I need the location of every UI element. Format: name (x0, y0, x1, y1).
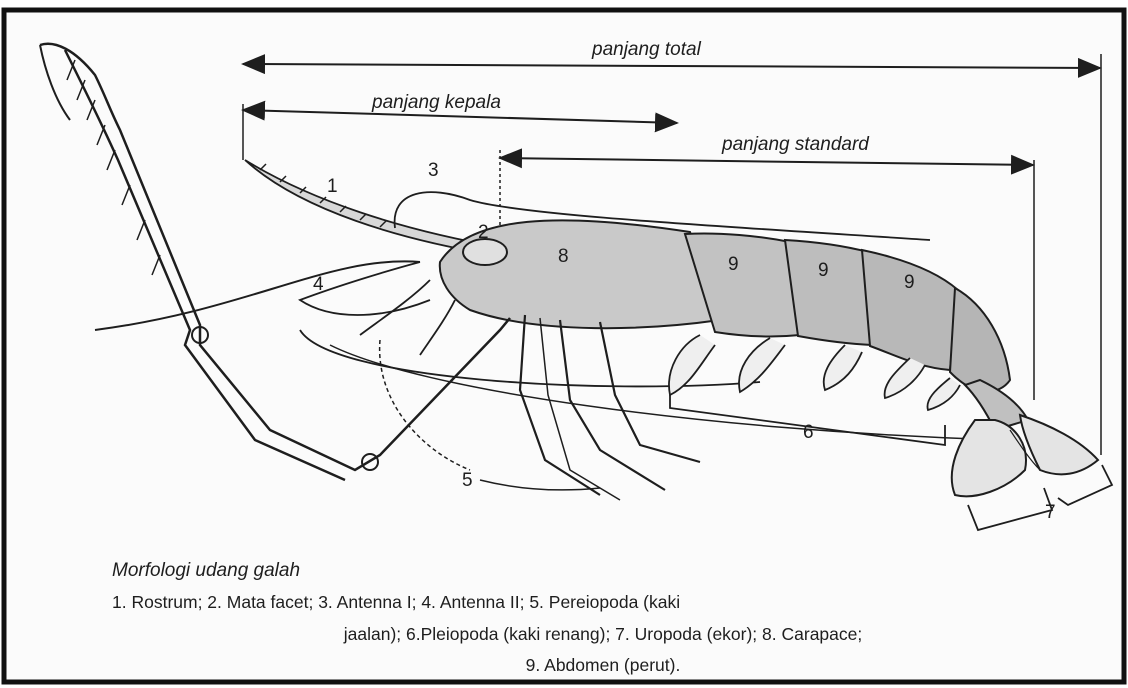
label-pleiopod-6: 6 (803, 422, 814, 443)
label-antenna1-3: 3 (428, 160, 439, 181)
label-antenna2-4: 4 (313, 274, 324, 295)
label-pereiopod-5: 5 (462, 470, 473, 491)
label-carapace-8: 8 (558, 246, 569, 267)
label-abdomen-9b: 9 (818, 260, 829, 281)
caption-line-3: 9. Abdomen (perut). (526, 655, 681, 675)
label-abdomen-9c: 9 (904, 272, 915, 293)
standard-length-label: panjang standard (721, 134, 870, 155)
caption-line-2: jaalan); 6.Pleiopoda (kaki renang); 7. U… (343, 624, 862, 644)
label-eye-2: 2 (478, 222, 489, 243)
label-abdomen-9a: 9 (728, 254, 739, 275)
label-uropod-7: 7 (1045, 502, 1056, 523)
caption-title: Morfologi udang galah (112, 560, 300, 581)
head-length-label: panjang kepala (371, 92, 501, 113)
label-rostrum-1: 1 (327, 176, 338, 197)
caption-line-1: 1. Rostrum; 2. Mata facet; 3. Antenna I;… (112, 592, 680, 612)
total-length-label: panjang total (591, 39, 702, 60)
